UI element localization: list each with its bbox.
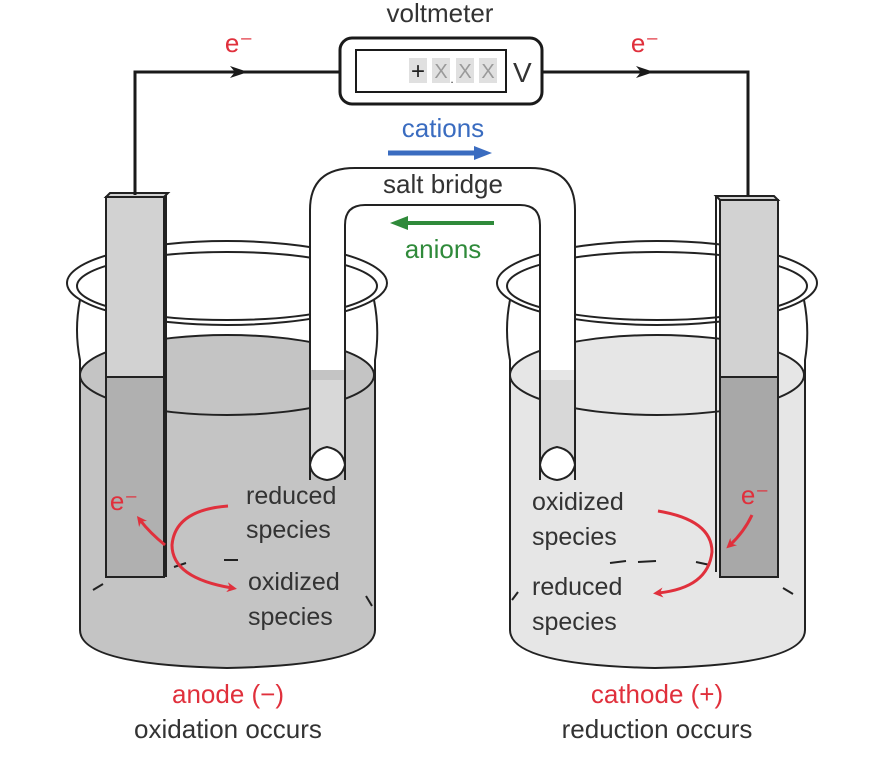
cathode-product-line2: species <box>532 608 617 636</box>
anode-reaction-arrow <box>170 504 237 593</box>
voltmeter-unit: V <box>513 57 532 88</box>
graduation-tick <box>92 583 104 591</box>
salt-bridge-tube <box>308 167 577 482</box>
svg-text:X: X <box>481 61 494 83</box>
graduation-tick <box>782 587 794 595</box>
anode-product-line2: species <box>248 603 333 631</box>
anode-beaker-rim-inner <box>76 251 378 321</box>
cations-arrow-head <box>474 146 492 160</box>
anions-label: anions <box>405 234 482 264</box>
graduation-tick <box>609 560 627 564</box>
cathode-reaction-arrow <box>653 509 714 598</box>
right-plug <box>538 445 577 482</box>
svg-text:X: X <box>434 61 447 83</box>
anode-product-line1: oxidized <box>248 568 340 596</box>
lcd-digit <box>456 58 474 83</box>
wire-electron-label-left: e⁻ <box>225 28 253 58</box>
graduation-tick <box>365 595 373 607</box>
cathode-product-line1: reduced <box>532 573 622 601</box>
cations-label: cations <box>402 113 484 143</box>
wire-arrow-left <box>230 66 248 78</box>
wire-electron-label-right: e⁻ <box>631 28 659 58</box>
cathode-beaker-rim-outer <box>496 240 818 326</box>
cathode-electron-arrow <box>726 514 754 549</box>
anode-title: anode (−) <box>172 679 284 709</box>
external-circuit <box>133 66 750 196</box>
anode-reactant-line1: reduced <box>246 482 336 510</box>
voltmeter-display-sign: + <box>411 58 425 85</box>
cathode-reactant-line2: species <box>532 523 617 551</box>
voltmeter-label: voltmeter <box>387 0 494 28</box>
wire-left <box>133 70 340 195</box>
wire-right <box>542 70 750 196</box>
anode-beaker-wall <box>76 299 379 670</box>
left-plug <box>308 445 347 482</box>
anode-electron-label: e⁻ <box>110 486 138 516</box>
anode-caption: oxidation occurs <box>134 714 322 744</box>
svg-text:X: X <box>458 61 471 83</box>
graduation-tick <box>637 560 657 563</box>
anions-arrow-head <box>390 216 408 230</box>
cathode-caption: reduction occurs <box>562 714 753 744</box>
wire-arrow-right <box>636 66 654 78</box>
anode-electron-arrow <box>136 516 166 547</box>
cathode-reactant-line1: oxidized <box>532 488 624 516</box>
anode-beaker-rim-outer <box>66 240 388 326</box>
lcd-digit <box>432 58 450 83</box>
cathode-beaker-rim-inner <box>506 251 808 321</box>
anode-electrode <box>103 192 171 578</box>
voltmeter: + X . X X V <box>338 36 544 106</box>
cathode-electrode <box>713 195 781 578</box>
salt-bridge-label: salt bridge <box>383 169 503 199</box>
svg-text:.: . <box>450 72 453 86</box>
lcd-digit <box>479 58 497 83</box>
cathode-beaker-wall <box>506 299 809 670</box>
cathode-title: cathode (+) <box>591 679 723 709</box>
graduation-tick <box>511 591 519 601</box>
lcd-digit-sign <box>409 58 427 83</box>
cathode-electron-label: e⁻ <box>741 480 769 510</box>
anode-reactant-line2: species <box>246 516 331 544</box>
